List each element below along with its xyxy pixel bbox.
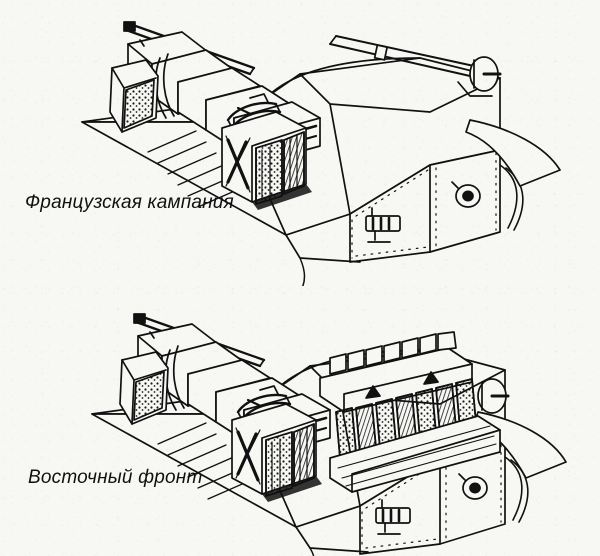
rear-plate <box>349 149 501 263</box>
rear-plate <box>359 441 506 555</box>
stowage-boxes-deck <box>123 21 321 163</box>
towing-eye <box>458 473 488 500</box>
caption-eastern-front: Восточный фронт <box>28 467 203 488</box>
jerrycan-cluster-front <box>231 393 322 502</box>
stowed-bundle-left <box>109 59 159 133</box>
towing-eye <box>451 181 481 208</box>
gun-barrel <box>329 35 502 97</box>
convoy-light <box>365 207 401 243</box>
convoy-light <box>375 499 411 535</box>
spare-track-link-armor <box>319 331 510 493</box>
french-campaign-drawing <box>81 21 561 286</box>
caption-french-campaign: Французская кампания <box>25 192 234 213</box>
jerrycan-cluster-front <box>221 101 312 210</box>
track-links-stack <box>335 378 477 459</box>
rear-mudguard <box>465 119 561 187</box>
figure-eastern-front <box>0 286 600 556</box>
stowed-bundle-left <box>119 351 169 425</box>
eastern-front-drawing <box>91 313 567 556</box>
figure-french-campaign <box>81 21 561 286</box>
tow-cable <box>504 456 529 523</box>
